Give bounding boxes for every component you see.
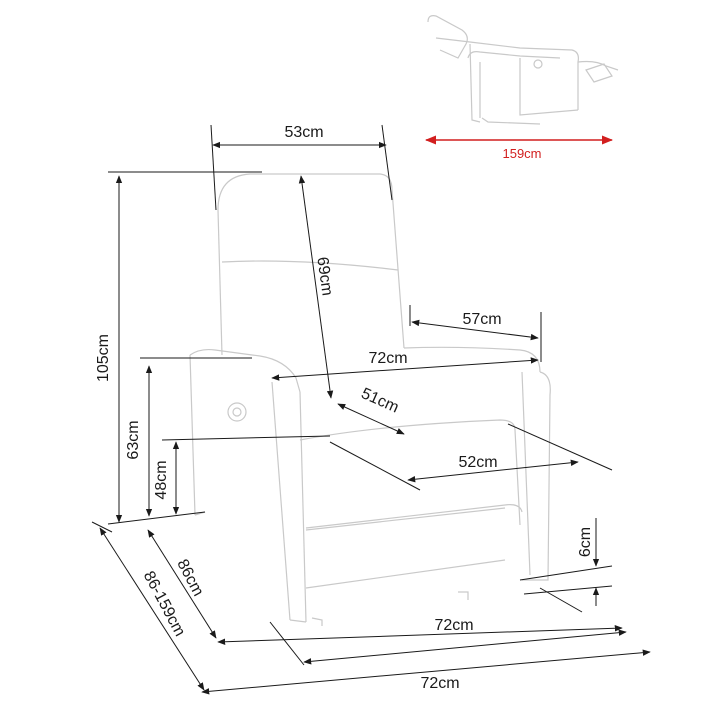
seat-width-label: 52cm (458, 454, 497, 471)
armrest-depth-label: 57cm (462, 311, 501, 328)
seat-height-label: 48cm (153, 460, 170, 499)
front-width-label: 72cm (434, 617, 473, 634)
leg-height-label: 6cm (577, 527, 594, 557)
seat-depth-label: 51cm (359, 385, 402, 416)
reclined-thumbnail (427, 15, 619, 125)
dim-base-width: 72cm (303, 629, 627, 692)
dim-armrest-height: 63cm (125, 365, 153, 517)
dim-backrest-width: 53cm (210, 124, 393, 211)
armrest-height-label: 63cm (125, 420, 142, 459)
depth-range-label: 86-159cm (140, 568, 188, 639)
backrest-height-label: 69cm (313, 256, 335, 297)
total-width-label: 72cm (368, 350, 407, 367)
dim-depth-range: 86-159cm (91, 521, 651, 695)
backrest-width-label: 53cm (284, 124, 323, 141)
dim-seat-width: 52cm (329, 423, 613, 491)
reclined-length-label: 159cm (502, 146, 541, 161)
total-height-label: 105cm (95, 334, 112, 382)
dim-leg-height: 6cm (519, 518, 613, 606)
dim-total-height: 105cm (95, 171, 262, 525)
dim-front-width: 72cm (217, 587, 623, 666)
dim-armrest-depth: 57cm (409, 305, 542, 362)
dim-total-width: 72cm (140, 350, 539, 381)
dim-backrest-height: 69cm (298, 175, 336, 399)
dim-seat-height: 48cm (153, 435, 331, 515)
base-width-label: 72cm (420, 675, 459, 692)
